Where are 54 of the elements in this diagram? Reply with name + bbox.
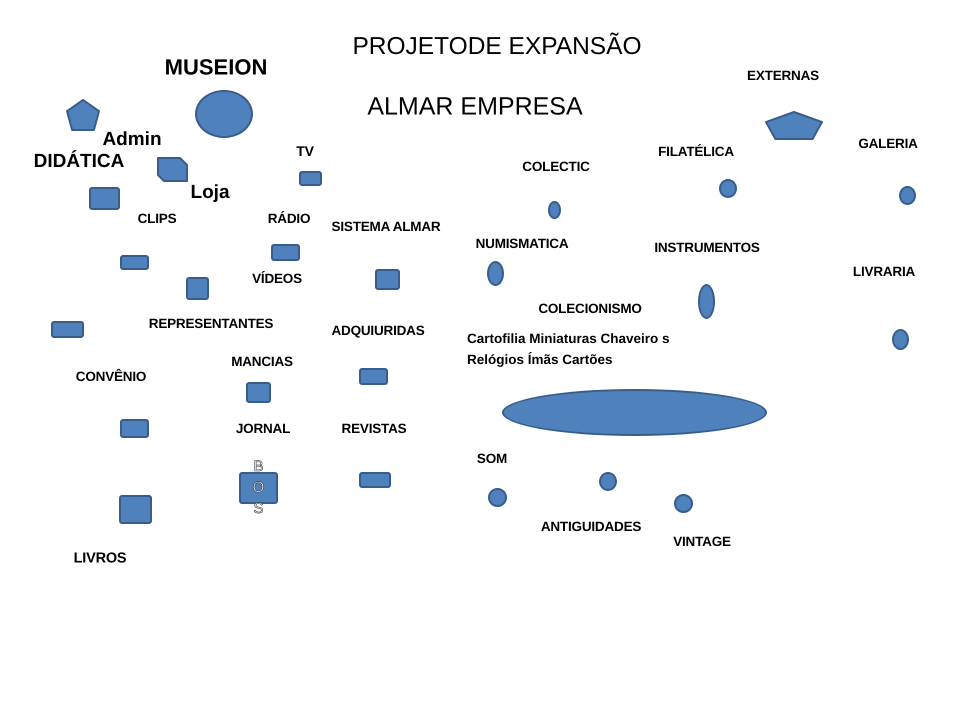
category-label: COLECIONISMO [538,301,642,317]
rectangle-shape [246,382,271,403]
heading-label: Admin [102,129,162,150]
item-list: Cartofilia Miniaturas Chaveiro s Relógios Ímãs Cartões [467,328,707,370]
pentagon-shape [66,99,100,131]
heading-label: DIDÁTICA [34,151,124,173]
category-label: CONVÊNIO [76,369,146,385]
category-label: MANCIAS [231,354,293,370]
circle-shape [488,488,507,507]
subtitle: ALMAR EMPRESA [367,92,583,122]
rectangle-shape [120,419,149,438]
category-label: VÍDEOS [252,271,302,287]
oval-shape [487,261,504,286]
category-label: SOM [476,451,508,467]
circle-shape [674,494,693,513]
category-label: INSTRUMENTOS [654,240,760,256]
rectangle-shape [359,368,388,385]
category-label: LIVROS [74,550,126,568]
rectangle-shape [186,277,209,300]
rectangle-shape [375,269,400,290]
category-label: LIVRARIA [852,264,916,280]
category-label: RÁDIO [268,211,310,227]
rectangle-shape [119,495,152,524]
rectangle-shape [271,244,300,261]
category-label: COLECTIC [522,159,590,175]
category-label: ADQUIURIDAS [331,323,425,339]
category-label: CLIPS [138,211,176,227]
category-label: SISTEMA ALMAR [332,219,440,235]
heading-label: Loja [190,182,230,204]
title: PROJETODE EXPANSÃO [352,32,642,62]
category-label: EXTERNAS [747,68,819,84]
category-label: TV [296,142,314,160]
category-label: GALERIA [858,136,918,152]
rectangle-shape [89,187,120,210]
rectangle-shape [51,321,84,338]
category-label: FILATÉLICA [658,144,734,160]
rectangle-shape [359,472,391,488]
oval-shape [548,201,561,219]
category-label: REVISTAS [342,421,406,437]
circle-shape [899,186,916,205]
category-label: VINTAGE [673,534,731,550]
oval-shape [892,329,909,350]
rectangle-shape [120,255,149,270]
category-label: JORNAL [236,421,290,437]
heading-label: MUSEION [164,54,268,80]
category-label: REPRESENTANTES [148,316,274,332]
pentagon-shape [765,111,823,140]
category-label: NUMISMATICA [476,236,568,252]
circle-shape [719,179,737,198]
rectangle-shape [299,171,322,186]
category-label: ANTIGUIDADES [540,519,642,535]
circle-shape [599,472,617,491]
oval-shape [698,284,715,319]
vertical-label: B O S [252,457,265,519]
